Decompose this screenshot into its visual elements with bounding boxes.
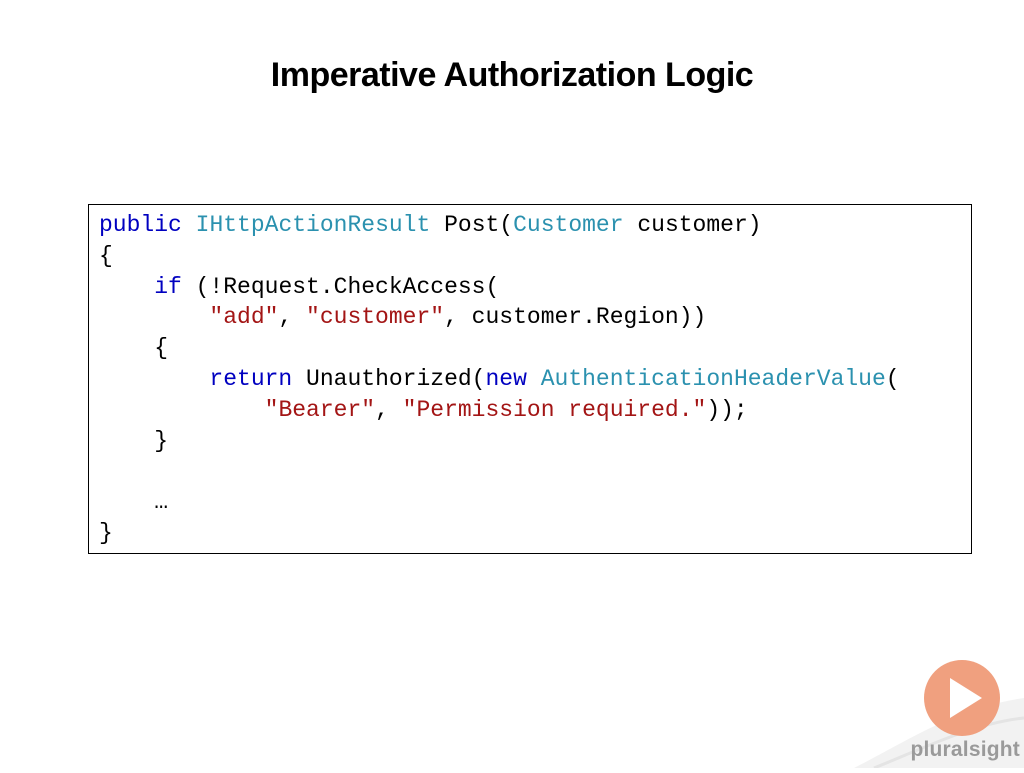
code-token-str: "Bearer": [264, 396, 376, 423]
code-line: …: [99, 487, 900, 518]
code-token-plain: [99, 366, 209, 392]
code-token-plain: Unauthorized(: [292, 365, 486, 392]
code-token-plain: [182, 212, 196, 238]
code-token-str: "Permission required.": [402, 396, 707, 423]
code-token-str: "customer": [306, 304, 445, 331]
code-token-plain: {: [99, 335, 169, 362]
code-token-plain: [99, 304, 209, 330]
code-token-plain: {: [99, 242, 113, 269]
code-line: {: [99, 333, 900, 364]
code-token-plain: }: [99, 519, 113, 546]
code-token-plain: [99, 397, 265, 423]
code-token-kw: new: [485, 365, 527, 392]
code-token-type: AuthenticationHeaderValue: [540, 365, 886, 392]
code-line: "add", "customer", customer.Region)): [99, 302, 900, 333]
code-token-plain: customer): [623, 212, 762, 238]
code-line: if (!Request.CheckAccess(: [99, 272, 900, 303]
code-token-plain: [527, 366, 541, 392]
code-token-plain: Post(: [430, 212, 514, 238]
code-token-kw: return: [209, 365, 293, 392]
code-token-plain: (: [885, 365, 900, 392]
slide-title: Imperative Authorization Logic: [270, 56, 754, 94]
code-line: }: [99, 426, 900, 457]
pluralsight-logo: pluralsight: [854, 648, 1024, 770]
code-token-plain: , customer.Region)): [444, 304, 707, 331]
code-line: "Bearer", "Permission required."));: [99, 395, 900, 426]
code-token-type: Customer: [513, 212, 624, 238]
code-token-plain: ,: [278, 304, 307, 331]
code-token-plain: }: [99, 427, 169, 454]
logo-text: pluralsight: [910, 738, 1020, 761]
logo-swoosh-icon: [854, 660, 1024, 770]
code-token-type: IHttpActionResult: [195, 212, 431, 238]
code-token-plain: ,: [375, 396, 403, 423]
code-token-plain: (!Request.CheckAccess(: [181, 273, 500, 300]
code-block: public IHttpActionResult Post(Customer c…: [88, 204, 972, 554]
code-token-str: "add": [209, 304, 279, 331]
code-token-plain: ));: [706, 396, 748, 423]
code-line: public IHttpActionResult Post(Customer c…: [99, 210, 900, 241]
code-line: return Unauthorized(new AuthenticationHe…: [99, 364, 900, 395]
code-token-plain: [99, 274, 154, 300]
code-line: }: [99, 518, 900, 549]
code-token-kw: if: [154, 273, 182, 300]
code-token-plain: …: [99, 489, 169, 516]
code-line: [99, 456, 900, 487]
code-listing: public IHttpActionResult Post(Customer c…: [99, 210, 900, 549]
code-line: {: [99, 241, 900, 272]
code-token-kw: public: [99, 212, 182, 238]
